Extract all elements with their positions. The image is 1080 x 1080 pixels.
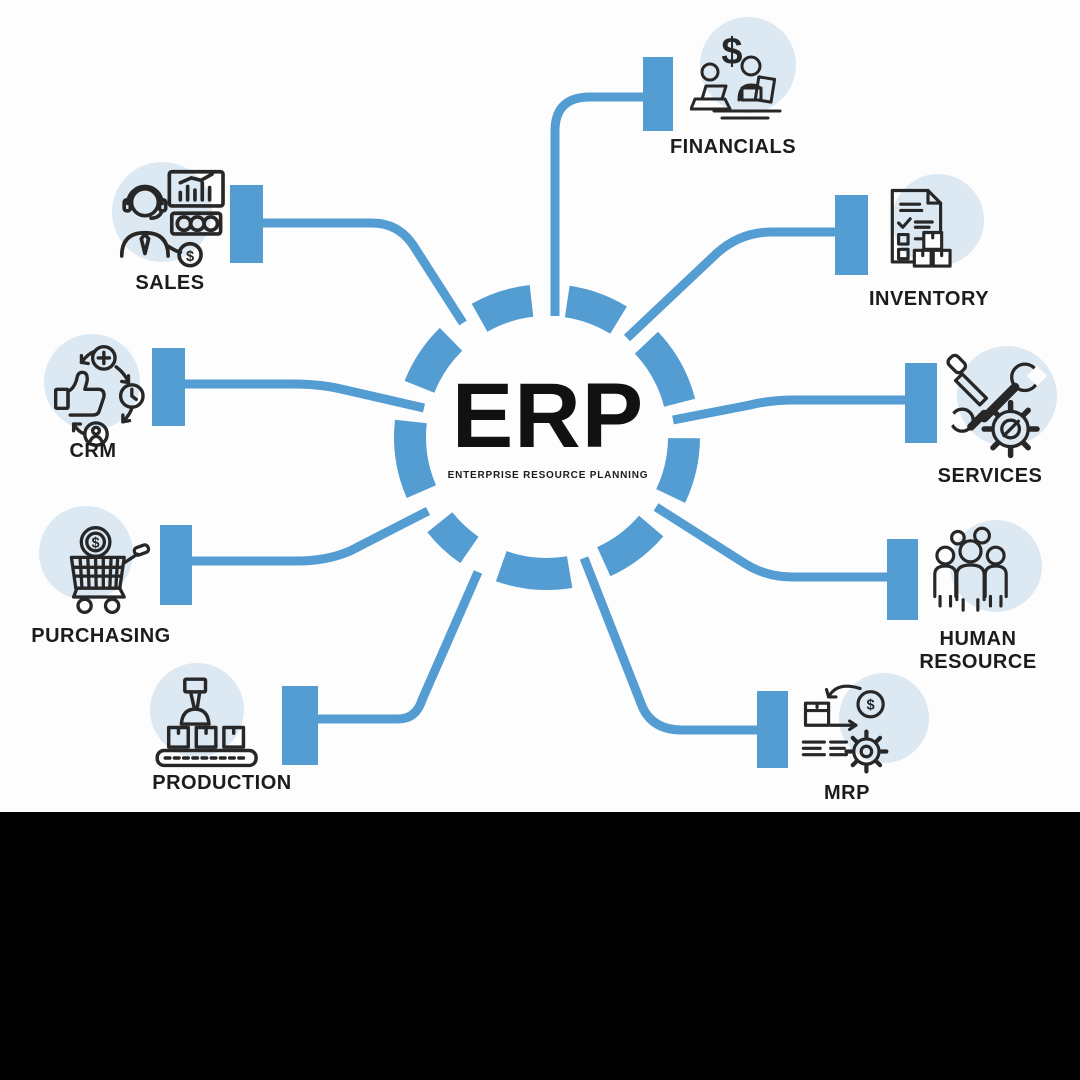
svg-text:$: $ [721, 31, 742, 73]
financials-icon: $ [690, 31, 782, 120]
mrp-icon: $ [801, 684, 889, 774]
erp-hub-ring-segment [564, 285, 627, 334]
module-label-purchasing: PURCHASING [31, 625, 171, 647]
erp-hub-ring-segment [427, 512, 479, 564]
human-resource-icon [933, 526, 1008, 612]
production-icon [155, 677, 258, 768]
erp-hub-ring-segment [656, 438, 700, 503]
connector-node-crm [152, 348, 185, 426]
module-label-financials: FINANCIALS [669, 136, 797, 158]
erp-subtitle: ENTERPRISE RESOURCE PLANNING [447, 470, 649, 481]
connector-node-purchasing [160, 525, 192, 605]
connector-node-production [282, 686, 318, 765]
inventory-icon [890, 188, 952, 268]
erp-hub-ring-segment [404, 327, 463, 393]
module-label-mrp: MRP [824, 782, 870, 804]
purchasing-icon: $ [69, 526, 151, 615]
connector-node-inventory [835, 195, 868, 275]
svg-text:$: $ [186, 249, 194, 265]
module-label-services: SERVICES [937, 465, 1043, 487]
connector-line-production [317, 570, 483, 724]
svg-text:$: $ [867, 698, 875, 714]
connector-line-sales [262, 218, 467, 326]
connector-line-services [672, 395, 906, 425]
connector-node-human-resource [887, 539, 918, 620]
module-label-crm: CRM [69, 440, 117, 462]
module-label-human-resource: HUMAN RESOURCE [919, 628, 1037, 673]
services-icon [941, 353, 1048, 459]
connector-node-mrp [757, 691, 788, 768]
erp-hub-ring-segment [394, 419, 436, 498]
connector-line-inventory [623, 227, 836, 342]
connector-line-crm [185, 379, 426, 413]
module-label-production: PRODUCTION [152, 772, 292, 794]
connector-line-human-resource [653, 503, 888, 582]
svg-text:$: $ [92, 536, 100, 552]
connector-node-services [905, 363, 937, 443]
erp-hub-ring-segment [471, 285, 534, 332]
connector-node-sales [230, 185, 263, 263]
erp-hub-ring-segment [634, 331, 696, 407]
connector-line-mrp [579, 556, 758, 735]
sales-icon: $ [119, 169, 225, 268]
crm-icon [54, 345, 145, 447]
bottom-black-bar [0, 812, 1080, 1080]
module-label-sales: SALES [135, 272, 205, 294]
erp-hub-ring-segment [597, 515, 664, 577]
connector-line-purchasing [192, 506, 431, 566]
module-label-inventory: INVENTORY [868, 288, 990, 310]
connector-node-financials [643, 57, 673, 131]
erp-title: ERP [451, 365, 645, 467]
erp-hub-ring-segment [495, 551, 573, 590]
connector-line-financials [550, 92, 643, 316]
